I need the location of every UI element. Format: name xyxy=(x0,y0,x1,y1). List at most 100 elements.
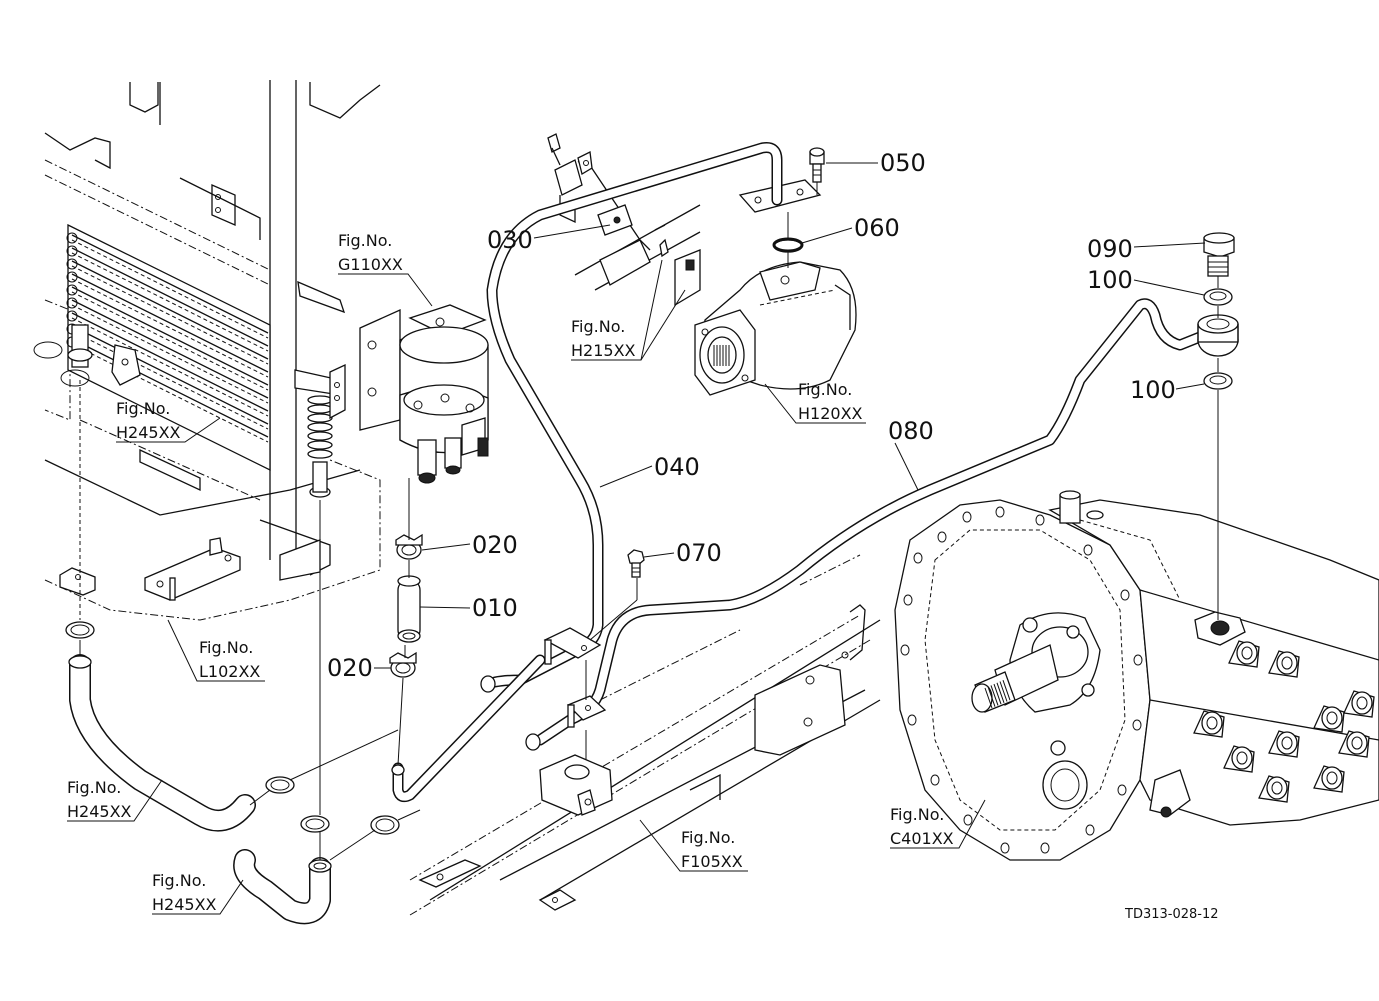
callout-100-lower: 100 xyxy=(1130,376,1176,404)
cooler-fin xyxy=(71,260,269,360)
svg-text:Fig.No.: Fig.No. xyxy=(681,828,735,847)
bolt-hole xyxy=(937,531,947,543)
pipe-040 xyxy=(480,142,783,693)
cooler-fin-hidden xyxy=(71,304,269,404)
bolt-hole xyxy=(900,644,910,656)
cooler-fin-end xyxy=(66,271,78,283)
valve-port-bore xyxy=(1236,751,1248,765)
cooler-fin xyxy=(71,338,269,438)
valve-port-bore xyxy=(1271,781,1283,795)
assembly-lines xyxy=(79,182,1219,861)
svg-text:Fig.No.: Fig.No. xyxy=(798,380,852,399)
spring-coil xyxy=(307,440,333,450)
callout-100-upper: 100 xyxy=(1087,266,1133,294)
document-id: TD313-028-12 xyxy=(1124,907,1219,922)
pipe-080 xyxy=(525,298,1239,751)
callout-040: 040 xyxy=(654,453,700,481)
fig-ref-h245xx-upper-hose: Fig.No. H245XX xyxy=(67,778,163,822)
fig-ref-h245xx-cooler: Fig.No. H245XX xyxy=(116,399,221,443)
o-ring-060 xyxy=(772,237,804,253)
cooler-fin-hidden xyxy=(71,239,269,339)
bolt-050 xyxy=(809,147,825,183)
spline-tooth xyxy=(984,687,993,709)
callout-060: 060 xyxy=(854,214,900,242)
bolt-hole xyxy=(963,814,973,826)
hose-010 xyxy=(397,575,421,643)
svg-text:F105XX: F105XX xyxy=(681,852,743,871)
chassis-frame-rail xyxy=(409,554,881,916)
valve-port xyxy=(1321,706,1343,730)
fig-ref-h245xx-lower-hose: Fig.No. H245XX xyxy=(152,871,244,915)
cooler-fin-hidden xyxy=(71,265,269,365)
bolt-hole xyxy=(995,506,1005,518)
banjo-bolt-090 xyxy=(1203,232,1235,277)
pipe-clamp-030 xyxy=(597,204,633,236)
svg-text:C401XX: C401XX xyxy=(890,829,954,848)
bolt-hole xyxy=(1085,824,1095,836)
bolt-hole xyxy=(1000,842,1010,854)
rubber-hose-lower xyxy=(233,815,400,925)
svg-text:H215XX: H215XX xyxy=(571,341,636,360)
spring-coil xyxy=(307,449,333,459)
cooler-fin-hidden xyxy=(71,291,269,391)
hose-clamp-020-upper xyxy=(395,533,423,560)
fig-ref-c401xx: Fig.No. C401XX xyxy=(890,799,986,849)
spline-tooth xyxy=(1002,680,1011,701)
hydraulic-pump xyxy=(694,179,857,396)
rubber-hose-upper xyxy=(65,621,295,832)
cooler-fin xyxy=(71,325,269,425)
cooler-fin-end xyxy=(66,245,78,257)
bolt-hole xyxy=(1133,654,1143,666)
svg-text:G110XX: G110XX xyxy=(338,255,403,274)
bolt-070 xyxy=(627,549,645,578)
svg-text:Fig.No.: Fig.No. xyxy=(338,231,392,250)
valve-port xyxy=(1321,766,1343,790)
cooler-fin-hidden xyxy=(71,343,269,443)
valve-port xyxy=(1346,731,1368,755)
callout-010: 010 xyxy=(472,594,518,622)
valve-port-bore xyxy=(1356,696,1368,710)
valve-port xyxy=(1351,691,1373,715)
fig-ref-l102xx: Fig.No. L102XX xyxy=(167,619,265,682)
valve-port-bore xyxy=(1281,656,1293,670)
cooler-fin-end xyxy=(66,284,78,296)
svg-text:Fig.No.: Fig.No. xyxy=(890,805,944,824)
spring-coil xyxy=(307,431,333,441)
bolt-hole xyxy=(1083,544,1093,556)
oil-cooler xyxy=(33,223,346,498)
svg-text:H245XX: H245XX xyxy=(152,895,217,914)
bolt-hole xyxy=(1040,842,1050,854)
valve-port xyxy=(1236,641,1258,665)
valve-port-bore xyxy=(1326,711,1338,725)
spring-coil xyxy=(307,422,333,432)
bolt-hole xyxy=(907,714,917,726)
bolt-hole xyxy=(1120,589,1130,601)
callout-090: 090 xyxy=(1087,235,1133,263)
cooler-fin-hidden xyxy=(71,330,269,430)
bolt-hole xyxy=(913,552,923,564)
bolt-hole xyxy=(1117,784,1127,796)
cooler-fin xyxy=(71,286,269,386)
callout-020-upper: 020 xyxy=(472,531,518,559)
spline-tooth xyxy=(987,686,996,707)
valve-port xyxy=(1276,651,1298,675)
svg-text:Fig.No.: Fig.No. xyxy=(152,871,206,890)
svg-text:H120XX: H120XX xyxy=(798,404,863,423)
cooler-fin xyxy=(71,299,269,399)
spline-tooth xyxy=(990,685,999,706)
valve-port xyxy=(1266,776,1288,800)
callout-020-lower: 020 xyxy=(327,654,373,682)
svg-text:H245XX: H245XX xyxy=(116,423,181,442)
svg-text:L102XX: L102XX xyxy=(199,662,260,681)
callout-050: 050 xyxy=(880,149,926,177)
fig-ref-h215xx: Fig.No. H215XX xyxy=(571,259,686,361)
spring-coil xyxy=(307,404,333,414)
fig-ref-g110xx: Fig.No. G110XX xyxy=(338,231,433,307)
valve-port-bore xyxy=(1326,771,1338,785)
callout-070: 070 xyxy=(676,539,722,567)
fig-ref-f105xx: Fig.No. F105XX xyxy=(639,819,748,872)
cooler-fin-end xyxy=(66,232,78,244)
bolt-hole xyxy=(962,511,972,523)
cooler-fin-end xyxy=(66,310,78,322)
bolt-hole xyxy=(930,774,940,786)
